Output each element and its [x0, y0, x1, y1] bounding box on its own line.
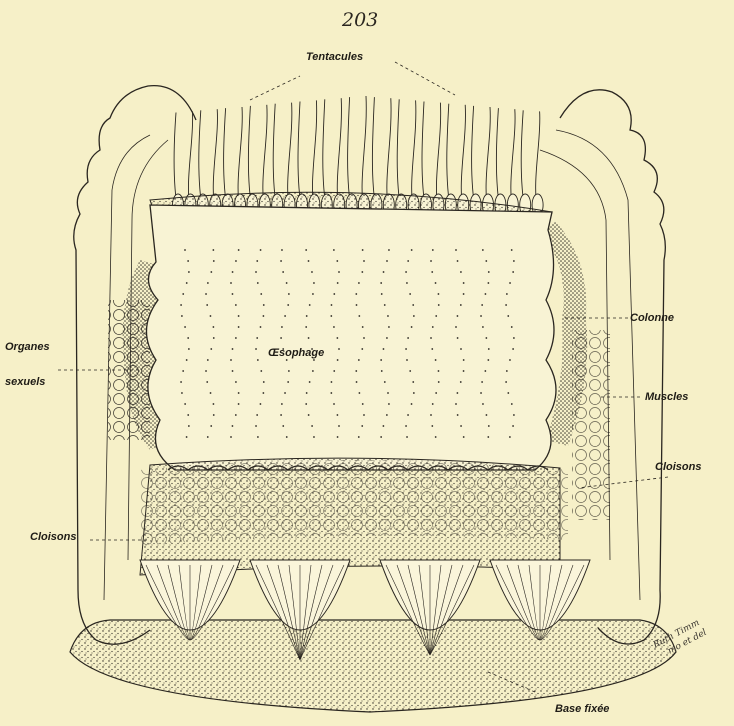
label-colonne: Colonne: [630, 312, 674, 324]
base-disc: [70, 620, 676, 712]
label-oesophage: Œsophage: [268, 347, 324, 359]
septa-band: [140, 458, 568, 575]
label-base-fixee: Base fixée: [555, 703, 609, 715]
label-sexuels: sexuels: [5, 376, 45, 388]
label-tentacules: Tentacules: [306, 51, 363, 63]
label-cloisons-right: Cloisons: [655, 461, 701, 473]
oesophagus: [146, 205, 556, 470]
page-number: 203: [341, 9, 378, 31]
label-organes: Organes: [5, 341, 50, 353]
label-muscles: Muscles: [645, 391, 688, 403]
label-cloisons-left: Cloisons: [30, 531, 76, 543]
